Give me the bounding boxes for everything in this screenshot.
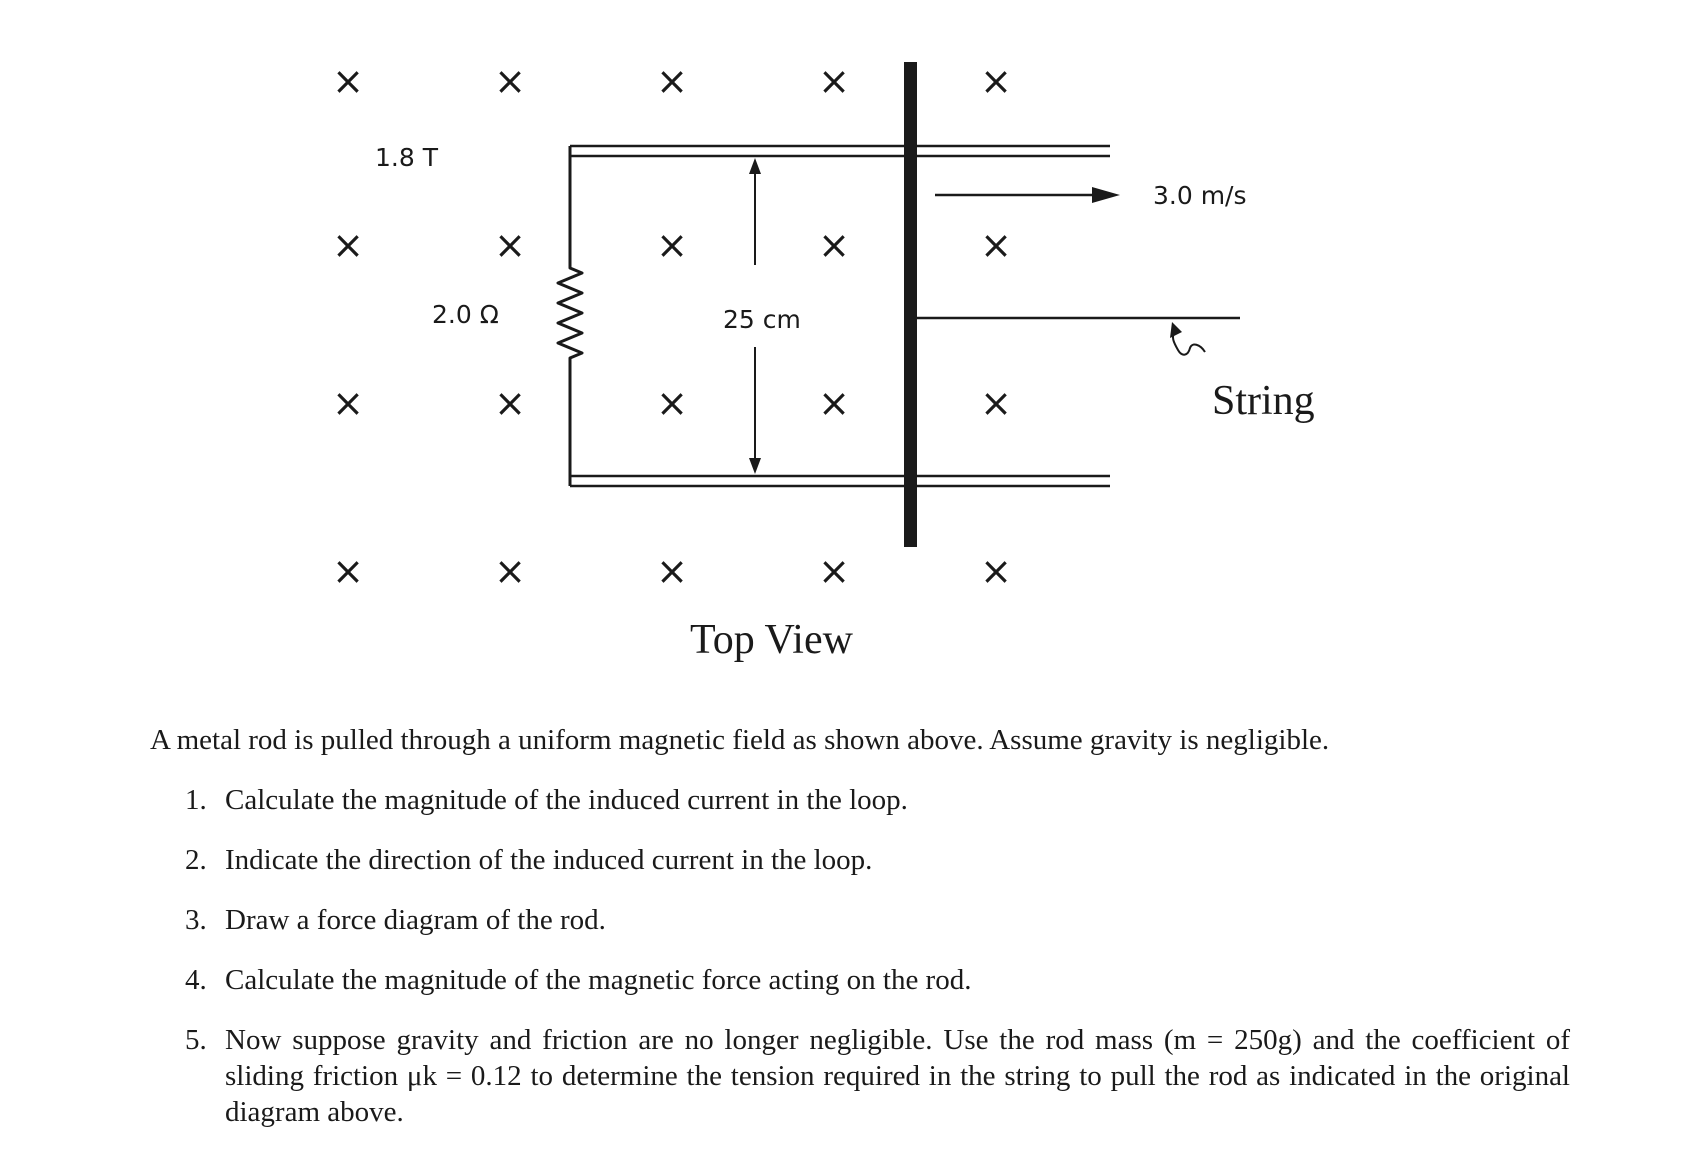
question-number: 5. — [185, 1024, 207, 1056]
question-text: Indicate the direction of the induced cu… — [225, 844, 873, 876]
field-into-page-marker: × — [494, 59, 526, 103]
field-into-page-marker: × — [818, 381, 850, 425]
magnetic-field-markers: × × × × × × × × × × × × × × × × × × × × — [332, 59, 1012, 593]
question-text: Calculate the magnitude of the induced c… — [225, 784, 908, 816]
field-into-page-marker: × — [656, 223, 688, 267]
field-into-page-marker: × — [494, 381, 526, 425]
field-into-page-marker: × — [332, 59, 364, 103]
field-into-page-marker: × — [332, 223, 364, 267]
string-label: String — [1212, 378, 1315, 424]
resistance-label: 2.0 Ω — [432, 300, 499, 329]
field-into-page-marker: × — [980, 549, 1012, 593]
question-text: Now suppose gravity and friction are no … — [225, 1024, 1570, 1128]
field-into-page-marker: × — [818, 59, 850, 103]
field-into-page-marker: × — [980, 223, 1012, 267]
field-into-page-marker: × — [818, 549, 850, 593]
field-into-page-marker: × — [980, 59, 1012, 103]
list-item: 4. Calculate the magnitude of the magnet… — [185, 962, 1570, 998]
field-into-page-marker: × — [332, 381, 364, 425]
magnetic-field-label: 1.8 T — [375, 143, 439, 172]
circuit-diagram: × × × × × × × × × × × × × × × × × × × × 1.8 T 2.0 Ω 25 cm 3… — [332, 59, 1315, 663]
bottom-rail — [570, 474, 1110, 488]
problem-text: A metal rod is pulled through a uniform … — [150, 722, 1570, 1154]
field-into-page-marker: × — [656, 381, 688, 425]
question-number: 2. — [185, 844, 207, 876]
width-dimension-arrow — [749, 158, 761, 474]
field-into-page-marker: × — [656, 59, 688, 103]
top-rail — [570, 144, 1110, 158]
list-item: 5. Now suppose gravity and friction are … — [185, 1022, 1570, 1130]
question-text: Calculate the magnitude of the magnetic … — [225, 964, 972, 996]
field-into-page-marker: × — [656, 549, 688, 593]
field-into-page-marker: × — [980, 381, 1012, 425]
list-item: 2. Indicate the direction of the induced… — [185, 842, 1570, 878]
question-number: 3. — [185, 904, 207, 936]
width-label: 25 cm — [723, 305, 801, 334]
resistor-wire — [556, 146, 584, 486]
field-into-page-marker: × — [332, 549, 364, 593]
string-pointer-arrow — [1170, 322, 1206, 356]
question-number: 1. — [185, 784, 207, 816]
field-into-page-marker: × — [818, 223, 850, 267]
velocity-arrow — [935, 187, 1120, 203]
velocity-label: 3.0 m/s — [1153, 181, 1247, 210]
question-list: 1. Calculate the magnitude of the induce… — [150, 782, 1570, 1130]
question-text: Draw a force diagram of the rod. — [225, 904, 606, 936]
list-item: 1. Calculate the magnitude of the induce… — [185, 782, 1570, 818]
field-into-page-marker: × — [494, 549, 526, 593]
list-item: 3. Draw a force diagram of the rod. — [185, 902, 1570, 938]
problem-intro: A metal rod is pulled through a uniform … — [150, 724, 1330, 756]
question-number: 4. — [185, 964, 207, 996]
top-view-label: Top View — [690, 617, 854, 663]
metal-rod — [904, 62, 917, 547]
field-into-page-marker: × — [494, 223, 526, 267]
